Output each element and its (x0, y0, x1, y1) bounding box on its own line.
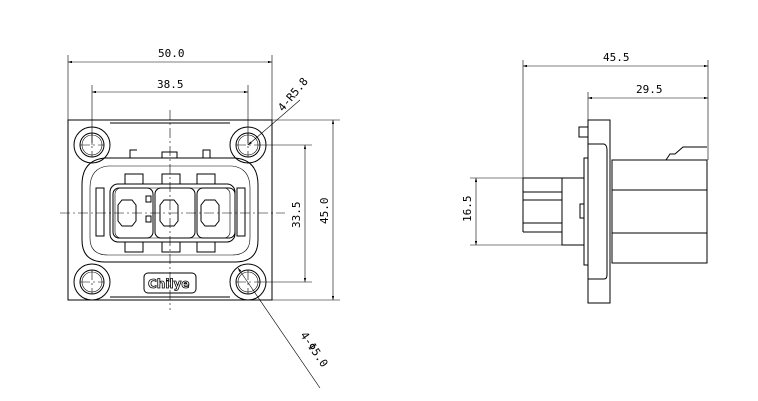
logo: Chilye (148, 277, 190, 291)
dim-front-height: 16.5 (461, 196, 474, 223)
dim-width-overall: 50.0 (158, 47, 185, 60)
side-view: 45.5 29.5 16.5 (461, 51, 709, 304)
dim-hole-pitch-y: 33.5 (290, 202, 303, 229)
callout-hole: 4-Φ5.0 (298, 329, 331, 369)
dim-length-overall: 45.5 (603, 51, 630, 64)
callout-radius: 4-R5.8 (275, 75, 311, 114)
dim-height-overall: 45.0 (318, 198, 331, 225)
housing (81, 157, 259, 263)
label-left (95, 187, 105, 237)
label-right (236, 187, 246, 237)
dim-rear-length: 29.5 (636, 83, 663, 96)
front-view: Chilye 50.0 38.5 33.5 45.0 4-R5.8 4-Φ5.0 (60, 47, 340, 389)
rear-body (611, 159, 708, 264)
dim-hole-pitch-x: 38.5 (157, 78, 184, 91)
